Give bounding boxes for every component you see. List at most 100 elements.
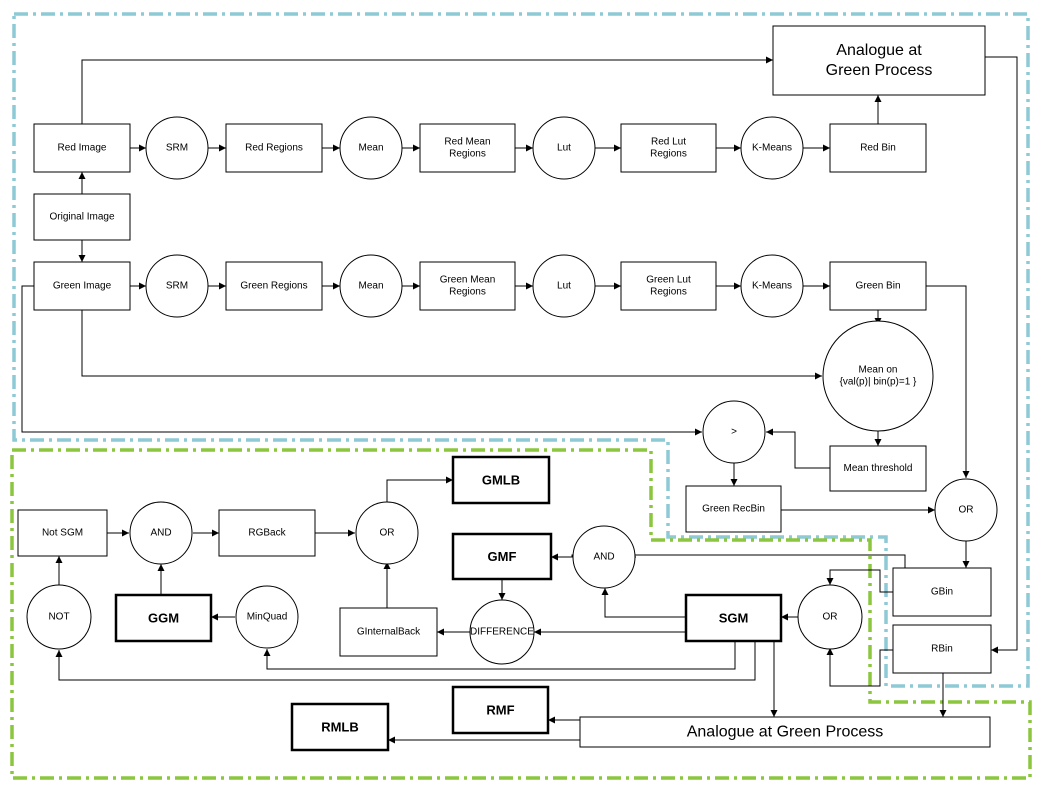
- node-label: GBin: [931, 587, 953, 598]
- node-or-right: OR: [934, 478, 998, 542]
- node-label: Regions: [650, 287, 687, 298]
- node-label: DIFFERENCE: [470, 627, 534, 638]
- node-label: RMF: [486, 703, 514, 718]
- node-box: [892, 624, 992, 674]
- node-label: OR: [959, 505, 974, 516]
- node-label: Red Bin: [860, 143, 896, 154]
- node-box: [17, 509, 108, 557]
- node-redimg: Red Image: [33, 123, 131, 173]
- node-label: MinQuad: [247, 612, 288, 623]
- node-label: Red Regions: [245, 143, 303, 154]
- node-circle: [26, 584, 92, 650]
- node-or-sgm: OR: [797, 584, 863, 650]
- node-circle: [797, 584, 863, 650]
- node-box: [33, 261, 131, 311]
- node-box: [620, 261, 717, 311]
- node-box: [218, 509, 316, 557]
- node-label: SGM: [719, 611, 749, 626]
- node-label: Mean: [358, 143, 383, 154]
- node-label: Mean on: [859, 365, 898, 376]
- node-label: Regions: [650, 149, 687, 160]
- node-box: [620, 123, 717, 173]
- node-analog-bottom: Analogue at Green Process: [579, 716, 991, 748]
- node-label: Green Bin: [855, 281, 900, 292]
- node-greenrecbin: Green RecBin: [685, 485, 782, 533]
- node-label: Mean: [358, 281, 383, 292]
- node-circle: [740, 116, 804, 180]
- node-label: RBin: [931, 644, 953, 655]
- node-box: [451, 685, 550, 735]
- node-box: [225, 261, 323, 311]
- node-label: Green RecBin: [702, 504, 765, 515]
- node-srm2: SRM: [145, 254, 209, 318]
- node-mean2: Mean: [339, 254, 403, 318]
- node-label: GMF: [488, 549, 517, 564]
- node-rbin: RBin: [892, 624, 992, 674]
- node-mean1: Mean: [339, 116, 403, 180]
- node-rmlb: RMLB: [290, 702, 390, 752]
- node-label: >: [731, 427, 737, 438]
- node-meanthr: Mean threshold: [829, 445, 927, 492]
- node-label: Red Image: [58, 143, 107, 154]
- node-label: Green Process: [826, 62, 933, 79]
- node-and-left: AND: [129, 501, 193, 565]
- red-process-region: [12, 12, 1030, 688]
- region-outlines: [10, 12, 1032, 780]
- node-circle: [355, 501, 419, 565]
- node-meanon: Mean on{val(p)| bin(p)=1 }: [822, 320, 934, 432]
- node-label: K-Means: [752, 143, 792, 154]
- node-circle: [469, 599, 535, 665]
- node-label: Analogue at Green Process: [687, 724, 884, 741]
- node-box: [114, 593, 213, 643]
- node-greenbin: Green Bin: [829, 261, 927, 311]
- green-process-region: [10, 448, 1032, 780]
- node-box: [339, 607, 438, 657]
- node-circle: [532, 254, 596, 318]
- node-label: Red Mean: [444, 137, 490, 148]
- node-notsgm: Not SGM: [17, 509, 108, 557]
- node-circle: [129, 501, 193, 565]
- node-circle: [532, 116, 596, 180]
- node-circle: [339, 254, 403, 318]
- node-rgback: RGBack: [218, 509, 316, 557]
- node-gmlb: GMLB: [451, 455, 551, 505]
- node-label: Regions: [449, 149, 486, 160]
- node-label: RMLB: [321, 720, 359, 735]
- node-label: OR: [823, 612, 838, 623]
- node-label: NOT: [48, 612, 69, 623]
- node-label: OR: [380, 528, 395, 539]
- node-lut1: Lut: [532, 116, 596, 180]
- node-label: AND: [593, 552, 614, 563]
- node-label: AND: [150, 528, 171, 539]
- node-label: Lut: [557, 281, 571, 292]
- node-label: RGBack: [248, 528, 286, 539]
- node-km2: K-Means: [740, 254, 804, 318]
- node-redbin: Red Bin: [829, 123, 927, 173]
- node-box: [290, 702, 390, 752]
- node-greenreg: Green Regions: [225, 261, 323, 311]
- node-label: Regions: [449, 287, 486, 298]
- node-redreg: Red Regions: [225, 123, 323, 173]
- node-box: [225, 123, 323, 173]
- node-circle: [702, 400, 766, 464]
- node-label: Lut: [557, 143, 571, 154]
- node-box: [685, 485, 782, 533]
- node-label: Green Mean: [440, 275, 496, 286]
- node-label: GMLB: [482, 473, 520, 488]
- node-label: Analogue at: [836, 42, 922, 59]
- node-box: [829, 123, 927, 173]
- node-srm1: SRM: [145, 116, 209, 180]
- node-ggm: GGM: [114, 593, 213, 643]
- node-circle: [934, 478, 998, 542]
- node-not: NOT: [26, 584, 92, 650]
- node-label: Red Lut: [651, 137, 686, 148]
- node-circle: [235, 585, 299, 649]
- node-circle: [145, 116, 209, 180]
- node-lut2: Lut: [532, 254, 596, 318]
- node-box: [451, 532, 553, 581]
- node-box: [33, 123, 131, 173]
- node-label: {val(p)| bin(p)=1 }: [840, 377, 917, 388]
